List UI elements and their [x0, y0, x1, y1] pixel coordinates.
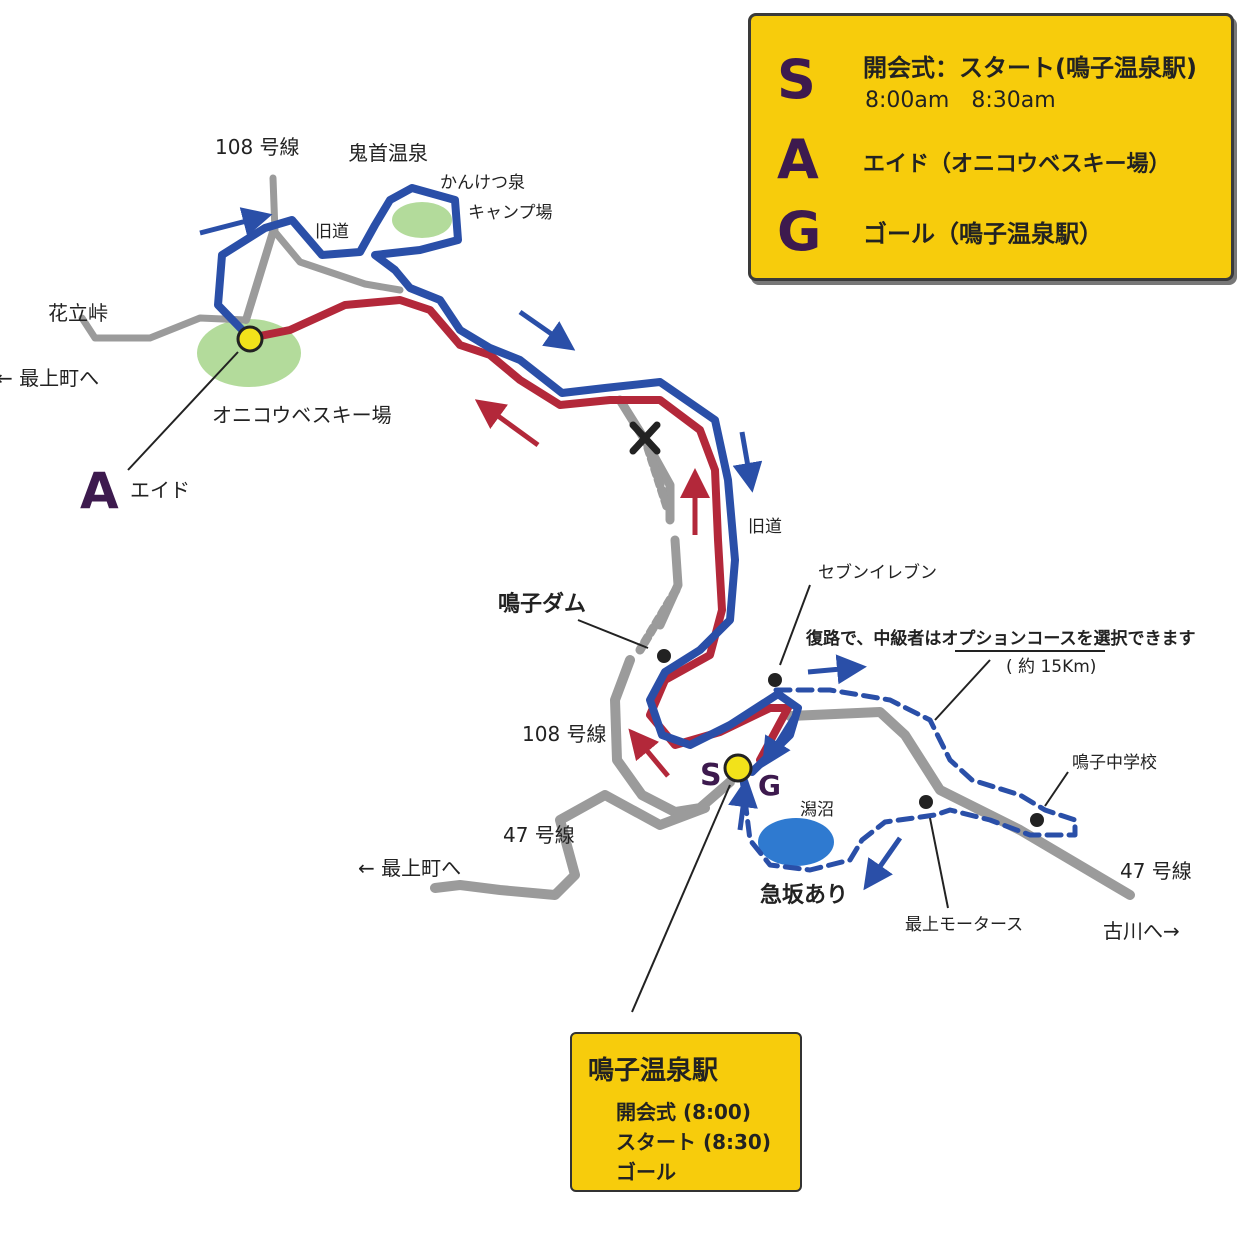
- option-course: [739, 687, 1078, 873]
- road-108-dash1: [643, 443, 673, 515]
- return-route: [246, 296, 792, 764]
- direction-arrows: [199, 207, 903, 891]
- arrow-blue-4: [762, 708, 801, 768]
- label-kanketsu-2: キャンプ場: [468, 203, 553, 223]
- station-info-box: 鳴子温泉駅 開会式 (8:00) スタート (8:30) ゴール: [570, 1032, 802, 1192]
- arrow-blue-3: [732, 431, 763, 493]
- outbound-route: [214, 184, 802, 776]
- arrow-blue-7: [728, 777, 758, 831]
- label-to-furukawa: 古川へ→: [1103, 919, 1180, 943]
- roads: [78, 174, 1135, 900]
- station-opening: 開会式 (8:00): [616, 1100, 751, 1124]
- label-katanuma: 潟沼: [800, 800, 834, 820]
- label-aid: エイド: [130, 478, 190, 502]
- arrow-red-3: [628, 728, 670, 778]
- pointer-lines: [127, 351, 1069, 1013]
- label-to-mogami-top: ← 最上町へ: [0, 366, 99, 390]
- legend-start-times: 8:00am 8:30am: [865, 88, 1056, 113]
- legend-goal-letter: G: [777, 200, 822, 263]
- label-route108-top: 108 号線: [215, 135, 300, 159]
- aid-letter: A: [80, 462, 119, 520]
- option-suffix: を選択できます: [1076, 628, 1195, 649]
- road-old: [242, 228, 277, 324]
- label-route47-left: 47 号線: [503, 823, 575, 847]
- start-goal-marker: [723, 753, 753, 783]
- legend-aid-letter: A: [777, 128, 819, 191]
- label-route108-bottom: 108 号線: [522, 722, 607, 746]
- arrow-blue-5: [807, 654, 867, 685]
- goal-letter: G: [758, 769, 781, 802]
- road-hanatate: [78, 314, 250, 342]
- label-seven-eleven: セブンイレブン: [818, 562, 937, 583]
- arrow-blue-1: [199, 207, 273, 237]
- closed-x-icon: [629, 421, 661, 455]
- option-prefix: 復路で、中級者は: [805, 628, 941, 649]
- legend-goal-text: ゴール（鳴子温泉駅）: [863, 220, 1103, 248]
- label-option-note: 復路で、中級者はオプションコースを選択できます: [805, 628, 1195, 649]
- school-dot: [1030, 813, 1044, 827]
- road-dam-dash: [635, 585, 681, 655]
- aid-marker: [236, 325, 264, 353]
- arrow-blue-6: [863, 836, 903, 891]
- motors-dot: [919, 795, 933, 809]
- station-title: 鳴子温泉駅: [588, 1056, 719, 1086]
- station-goal: ゴール: [616, 1160, 676, 1184]
- kanketsu-zone: [392, 202, 452, 238]
- road-47-west: [430, 790, 710, 900]
- dam-dot: [657, 649, 671, 663]
- label-steep: 急坂あり: [760, 882, 848, 908]
- arrow-blue-2: [518, 309, 576, 351]
- label-option-distance: ( 約 15Km): [1006, 657, 1096, 677]
- label-onikobe-onsen: 鬼首温泉: [348, 141, 428, 165]
- option-course: オプションコース: [941, 628, 1076, 649]
- legend-box: S 開会式：スタート(鳴子温泉駅) 8:00am 8:30am A エイド（オニ…: [748, 13, 1234, 281]
- label-route47-right: 47 号線: [1120, 859, 1192, 883]
- label-old-road-top: 旧道: [315, 222, 349, 242]
- legend-aid-text: エイド（オニコウベスキー場）: [863, 152, 1171, 177]
- road-47-east: [785, 707, 1135, 900]
- label-kanketsu-1: かんけつ泉: [440, 173, 525, 193]
- road-108-north: [269, 174, 404, 294]
- label-ski-area: オニコウベスキー場: [212, 403, 392, 427]
- label-naruko-dam: 鳴子ダム: [498, 591, 586, 617]
- label-hanatate: 花立峠: [48, 301, 108, 325]
- legend-start-letter: S: [777, 48, 816, 111]
- legend-start-text: 開会式：スタート(鳴子温泉駅): [863, 54, 1197, 82]
- arrow-red-1: [474, 399, 540, 448]
- start-letter: S: [700, 758, 722, 793]
- label-mogami-motors: 最上モータース: [905, 915, 1023, 935]
- label-old-road-right: 旧道: [748, 517, 782, 537]
- label-naruko-jhs: 鳴子中学校: [1072, 753, 1157, 773]
- katanuma-lake: [758, 818, 834, 866]
- station-start: スタート (8:30): [616, 1130, 771, 1154]
- seven-eleven-dot: [768, 673, 782, 687]
- label-to-mogami-bottom: ← 最上町へ: [358, 856, 461, 880]
